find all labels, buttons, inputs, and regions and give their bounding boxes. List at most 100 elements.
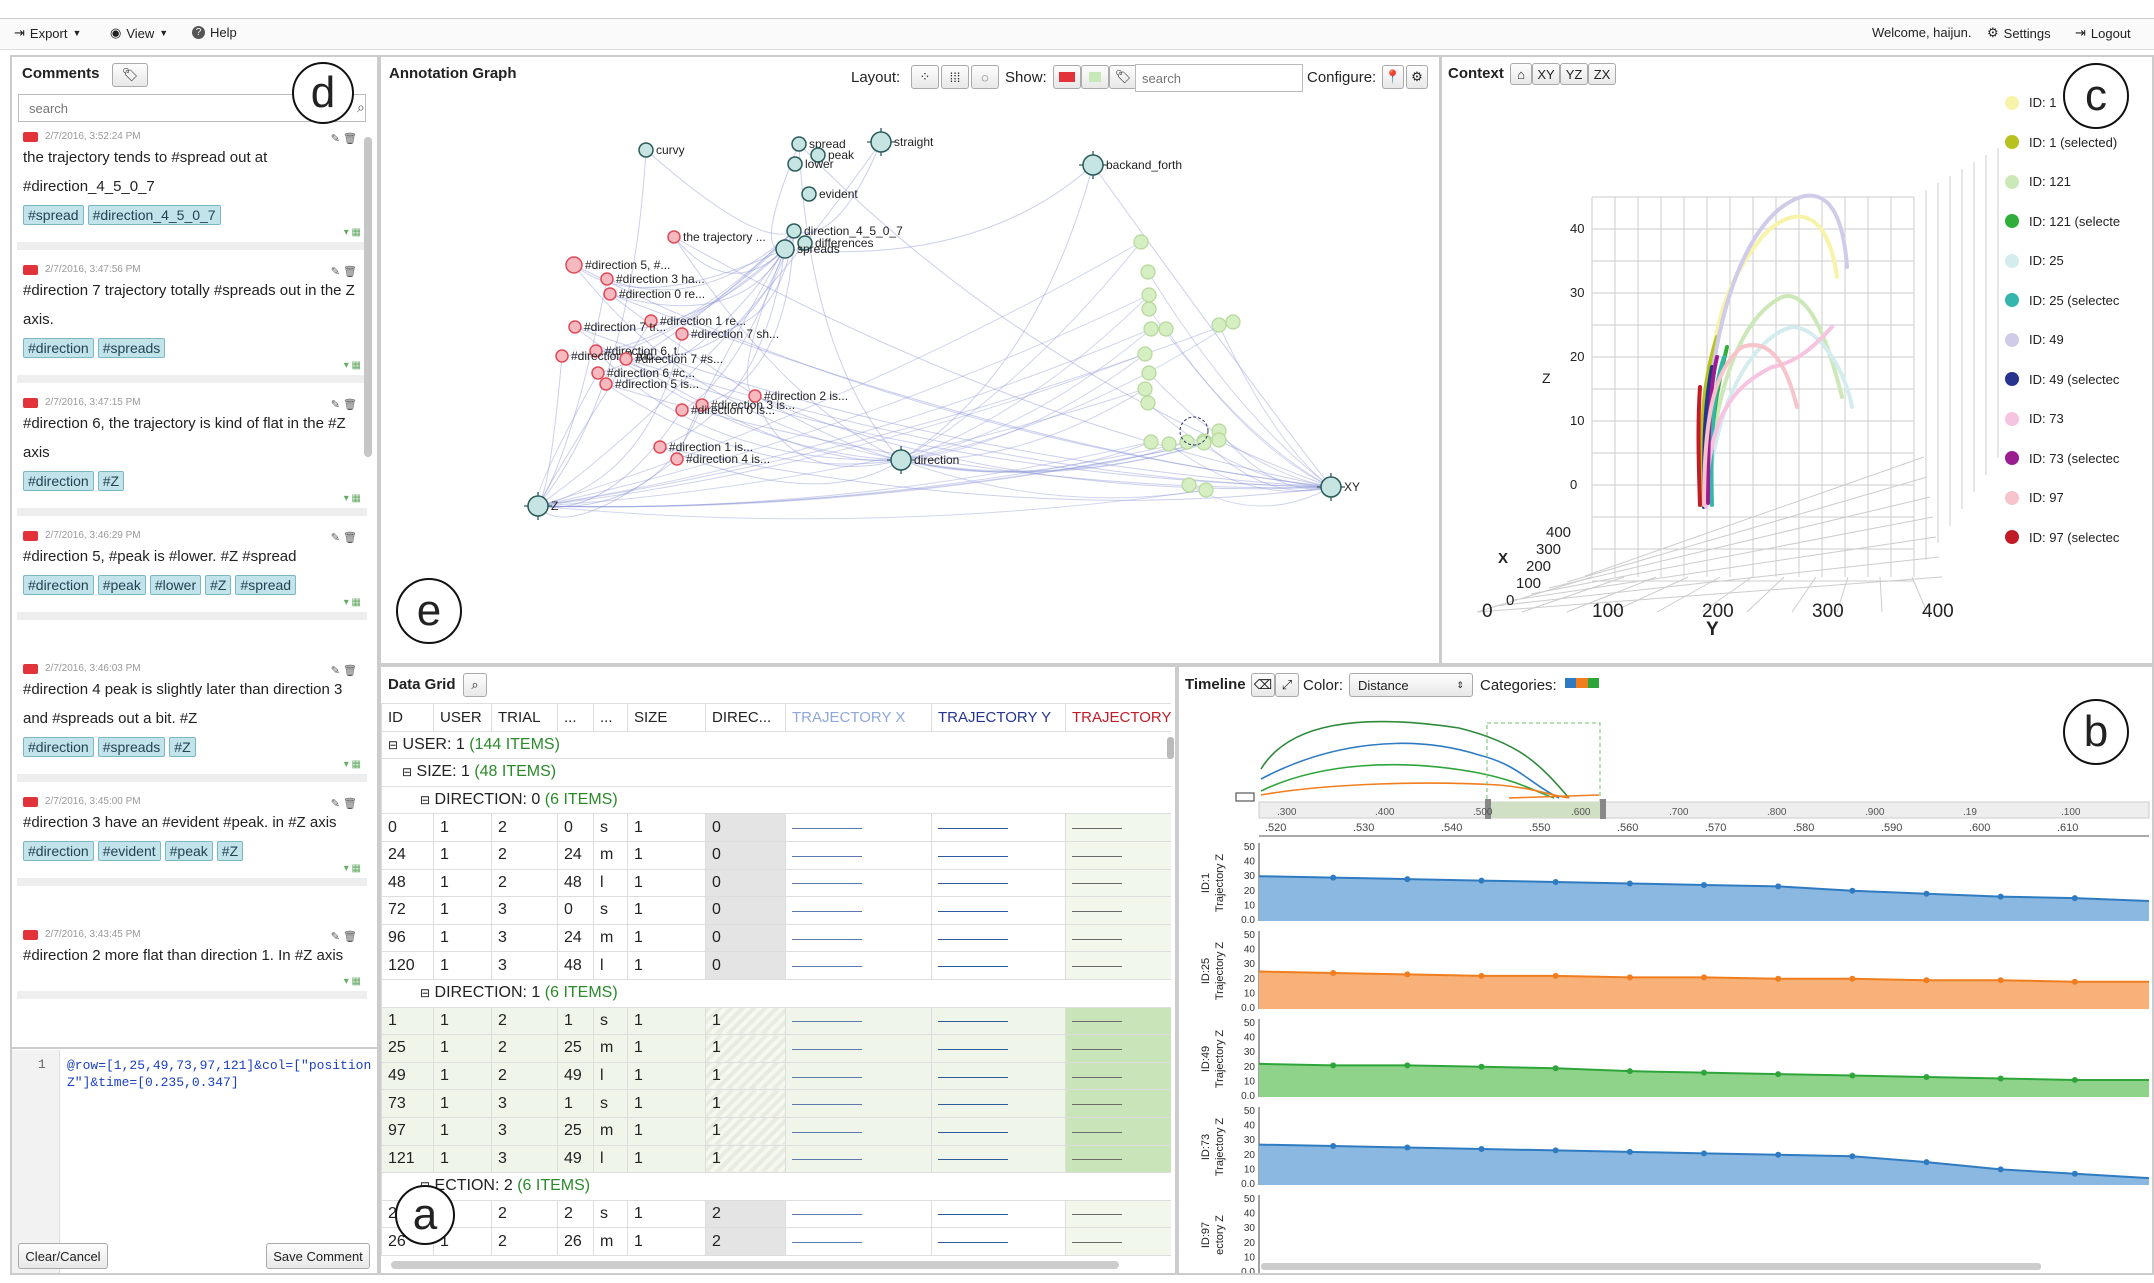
tag-chip[interactable]: #evident <box>97 841 161 861</box>
tag-node[interactable]: XY <box>1317 473 1360 501</box>
table-icon[interactable]: ▦ <box>351 759 361 770</box>
zx-view-button[interactable]: ZX <box>1588 63 1616 85</box>
trajectory-line[interactable] <box>1699 335 1719 507</box>
data-point[interactable] <box>1775 975 1782 982</box>
tag-chip[interactable]: #lower <box>149 575 202 595</box>
column-header[interactable]: ... <box>593 703 628 732</box>
timeline-charts[interactable]: .300.400.500.600.700.800.900.19.100.520.… <box>1179 703 2152 1273</box>
timeline-scrollbar[interactable] <box>1261 1263 2041 1270</box>
edit-icon[interactable]: ✎ <box>330 133 340 145</box>
tag-chip[interactable]: #Z <box>216 841 244 861</box>
data-point[interactable] <box>1330 1143 1337 1150</box>
column-header[interactable]: ID <box>381 703 434 732</box>
grid-vertical-scrollbar[interactable] <box>1167 737 1174 759</box>
data-node[interactable] <box>1141 287 1157 303</box>
comment-card[interactable]: 2/7/2016, 3:52:24 PM✎ 🗑the trajectory te… <box>17 127 367 250</box>
trash-icon[interactable]: 🗑 <box>343 266 357 278</box>
table-row[interactable]: 2122s12 <box>381 1199 1171 1229</box>
tag-chip[interactable]: #spread <box>235 575 297 595</box>
trash-icon[interactable]: 🗑 <box>343 399 357 411</box>
pin-button[interactable]: 📍 <box>1382 65 1404 89</box>
trajectory-line[interactable] <box>1702 343 1799 507</box>
trajectory-line[interactable] <box>1696 385 1702 507</box>
show-comments-toggle[interactable] <box>1053 65 1081 89</box>
data-node[interactable] <box>1141 301 1157 317</box>
data-point[interactable] <box>1552 972 1559 979</box>
comment-node[interactable]: #direction 0 is... <box>675 403 775 417</box>
comment-node[interactable]: #direction 2 is... <box>748 389 848 403</box>
data-point[interactable] <box>1552 879 1559 886</box>
data-point[interactable] <box>1775 883 1782 890</box>
data-point[interactable] <box>1552 1065 1559 1072</box>
data-point[interactable] <box>2071 1170 2078 1177</box>
data-node[interactable] <box>1137 381 1153 397</box>
expand-button[interactable]: ⤢ <box>1275 673 1299 697</box>
layout-grid-button[interactable]: ⁞⁞⁞ <box>941 65 969 89</box>
column-header[interactable]: TRAJECTORY <box>1065 703 1171 732</box>
comment-card[interactable]: 2/7/2016, 3:43:45 PM✎ 🗑#direction 2 more… <box>17 925 367 999</box>
legend-item[interactable]: ID: 1 <box>2005 95 2056 110</box>
group-row[interactable]: ⊟ DIRECTION: 0 (6 ITEMS) <box>381 785 1171 815</box>
data-point[interactable] <box>1701 1069 1707 1076</box>
layout-force-button[interactable]: ⁘ <box>911 65 939 89</box>
data-point[interactable] <box>1997 977 2004 984</box>
data-point[interactable] <box>1626 974 1633 981</box>
comment-node[interactable]: #direction 7 #s... <box>619 352 723 366</box>
data-point[interactable] <box>2071 978 2078 985</box>
table-icon[interactable]: ▦ <box>351 360 361 371</box>
tag-node[interactable]: spreads <box>775 239 840 259</box>
comment-node[interactable]: #direction 5, #... <box>565 256 670 274</box>
trajectory-line[interactable] <box>1704 325 1834 509</box>
edit-icon[interactable]: ✎ <box>330 399 340 411</box>
data-point[interactable] <box>1478 972 1485 979</box>
category-swatches[interactable] <box>1565 678 1599 688</box>
brush-window[interactable] <box>1489 802 1602 818</box>
data-node[interactable] <box>1140 395 1156 411</box>
config-gear-button[interactable]: ⚙ <box>1406 65 1428 89</box>
legend-item[interactable]: ID: 25 (selectec <box>2005 293 2119 308</box>
table-icon[interactable]: ▦ <box>351 227 361 238</box>
tag-node[interactable]: differences <box>797 235 873 251</box>
trajectory-line[interactable] <box>1709 355 1726 507</box>
data-point[interactable] <box>1849 1153 1856 1160</box>
legend-item[interactable]: ID: 97 <box>2005 490 2064 505</box>
legend-item[interactable]: ID: 49 <box>2005 332 2064 347</box>
legend-item[interactable]: ID: 97 (selectec <box>2005 530 2119 545</box>
help-menu[interactable]: ?Help <box>192 25 237 40</box>
data-node[interactable] <box>1196 435 1212 451</box>
yz-view-button[interactable]: YZ <box>1560 63 1588 85</box>
tag-node[interactable]: peak <box>810 147 855 163</box>
comment-card[interactable]: 2/7/2016, 3:47:15 PM✎ 🗑#direction 6, the… <box>17 393 367 516</box>
data-point[interactable] <box>1849 887 1856 894</box>
data-point[interactable] <box>1923 1074 1930 1081</box>
trash-icon[interactable]: 🗑 <box>343 798 357 810</box>
column-header[interactable]: TRAJECTORY X <box>785 703 932 732</box>
save-comment-button[interactable]: Save Comment <box>266 1243 370 1269</box>
data-node[interactable] <box>1225 314 1241 330</box>
export-menu[interactable]: ⇥Export▼ <box>14 25 82 41</box>
home-view-button[interactable]: ⌂ <box>1510 63 1532 85</box>
edit-icon[interactable]: ✎ <box>330 532 340 544</box>
group-row[interactable]: ⊟ SIZE: 1 (48 ITEMS) <box>381 758 1171 787</box>
legend-item[interactable]: ID: 121 (selecte <box>2005 214 2120 229</box>
data-point[interactable] <box>1997 1166 2004 1173</box>
collapse-icon[interactable]: ⊟ <box>388 737 399 752</box>
tag-node[interactable]: curvy <box>638 142 685 158</box>
tag-chip[interactable]: #spreads <box>97 338 166 358</box>
comment-card[interactable]: 2/7/2016, 3:46:03 PM✎ 🗑#direction 4 peak… <box>17 659 367 782</box>
group-row[interactable]: ⊟ DIRECTION: 1 (6 ITEMS) <box>381 978 1171 1008</box>
group-row[interactable]: ⊟ USER: 1 (144 ITEMS) <box>381 730 1171 760</box>
chevron-down-icon[interactable]: ▾ <box>343 597 349 608</box>
data-node[interactable] <box>1143 434 1159 450</box>
